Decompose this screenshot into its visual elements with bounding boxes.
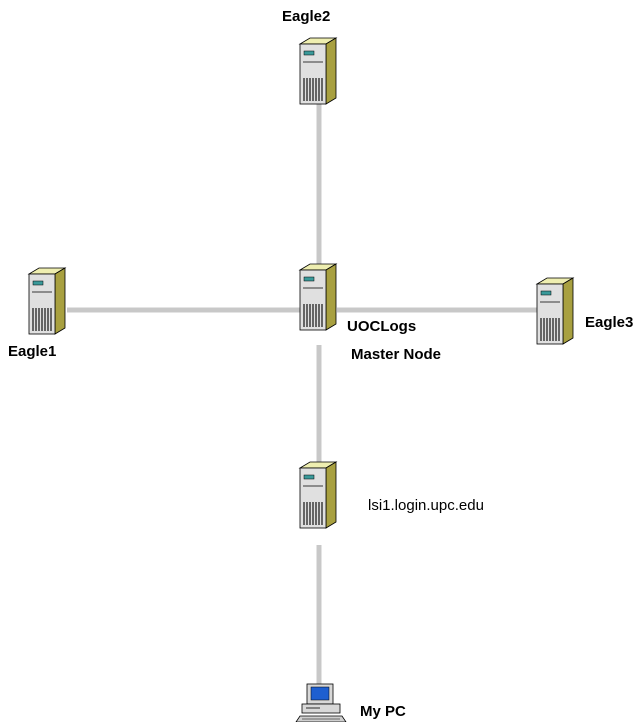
eagle1-server-icon: [28, 267, 66, 335]
mypc-label: My PC: [360, 703, 406, 720]
master-server-icon: [299, 263, 337, 331]
login-label: lsi1.login.upc.edu: [368, 497, 484, 514]
eagle1-label: Eagle1: [8, 343, 57, 360]
network-links: [67, 102, 537, 684]
eagle2-server-icon: [299, 37, 337, 105]
eagle3-label: Eagle3: [585, 314, 634, 331]
login-server-icon: [299, 461, 337, 529]
desktop-computer-icon: [295, 683, 347, 722]
master-sublabel: Master Node: [351, 346, 442, 363]
master-label: UOCLogs: [347, 318, 417, 335]
eagle2-label: Eagle2: [282, 8, 331, 25]
eagle3-server-icon: [536, 277, 574, 345]
